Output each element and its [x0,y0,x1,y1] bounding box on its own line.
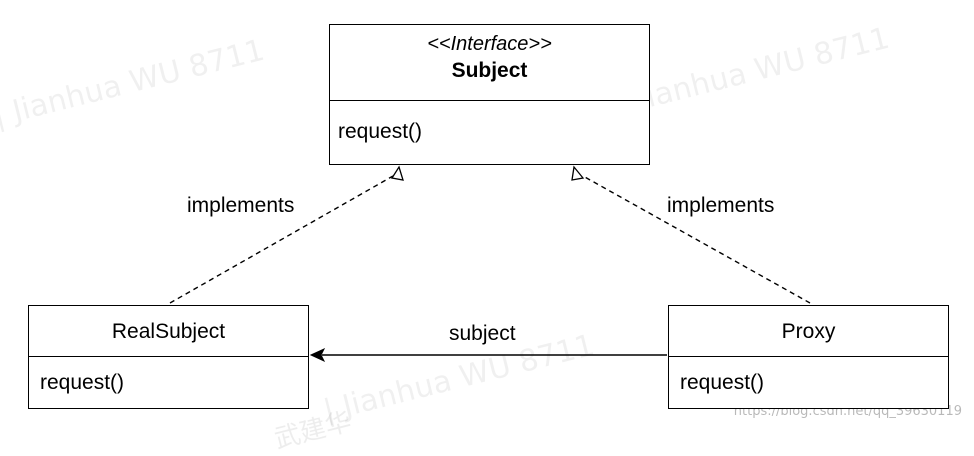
realsubject-method: request() [40,371,125,394]
proxy-class-box: Proxy request() [668,305,949,409]
subject-header: <<Interface>> Subject [330,25,649,101]
implements-right-edge [571,165,811,304]
implements-label-right: implements [667,194,775,217]
subject-interface-box: <<Interface>> Subject request() [329,24,650,165]
stereotype-label: <<Interface>> [427,33,552,55]
realization-arrowhead-left [390,165,404,181]
implements-label-left: implements [187,194,295,217]
association-arrowhead [309,347,326,363]
realsubject-class-box: RealSubject request() [28,305,309,409]
proxy-method: request() [680,371,765,394]
realsubject-class-name: RealSubject [29,306,308,357]
association-edge [309,347,667,363]
proxy-class-name: Proxy [669,306,948,357]
connectors [169,165,811,363]
association-label: subject [449,322,516,345]
subject-method: request() [338,120,423,143]
realization-arrowhead-right [571,165,585,181]
implements-left-edge [169,165,404,304]
subject-class-name: Subject [451,59,528,82]
